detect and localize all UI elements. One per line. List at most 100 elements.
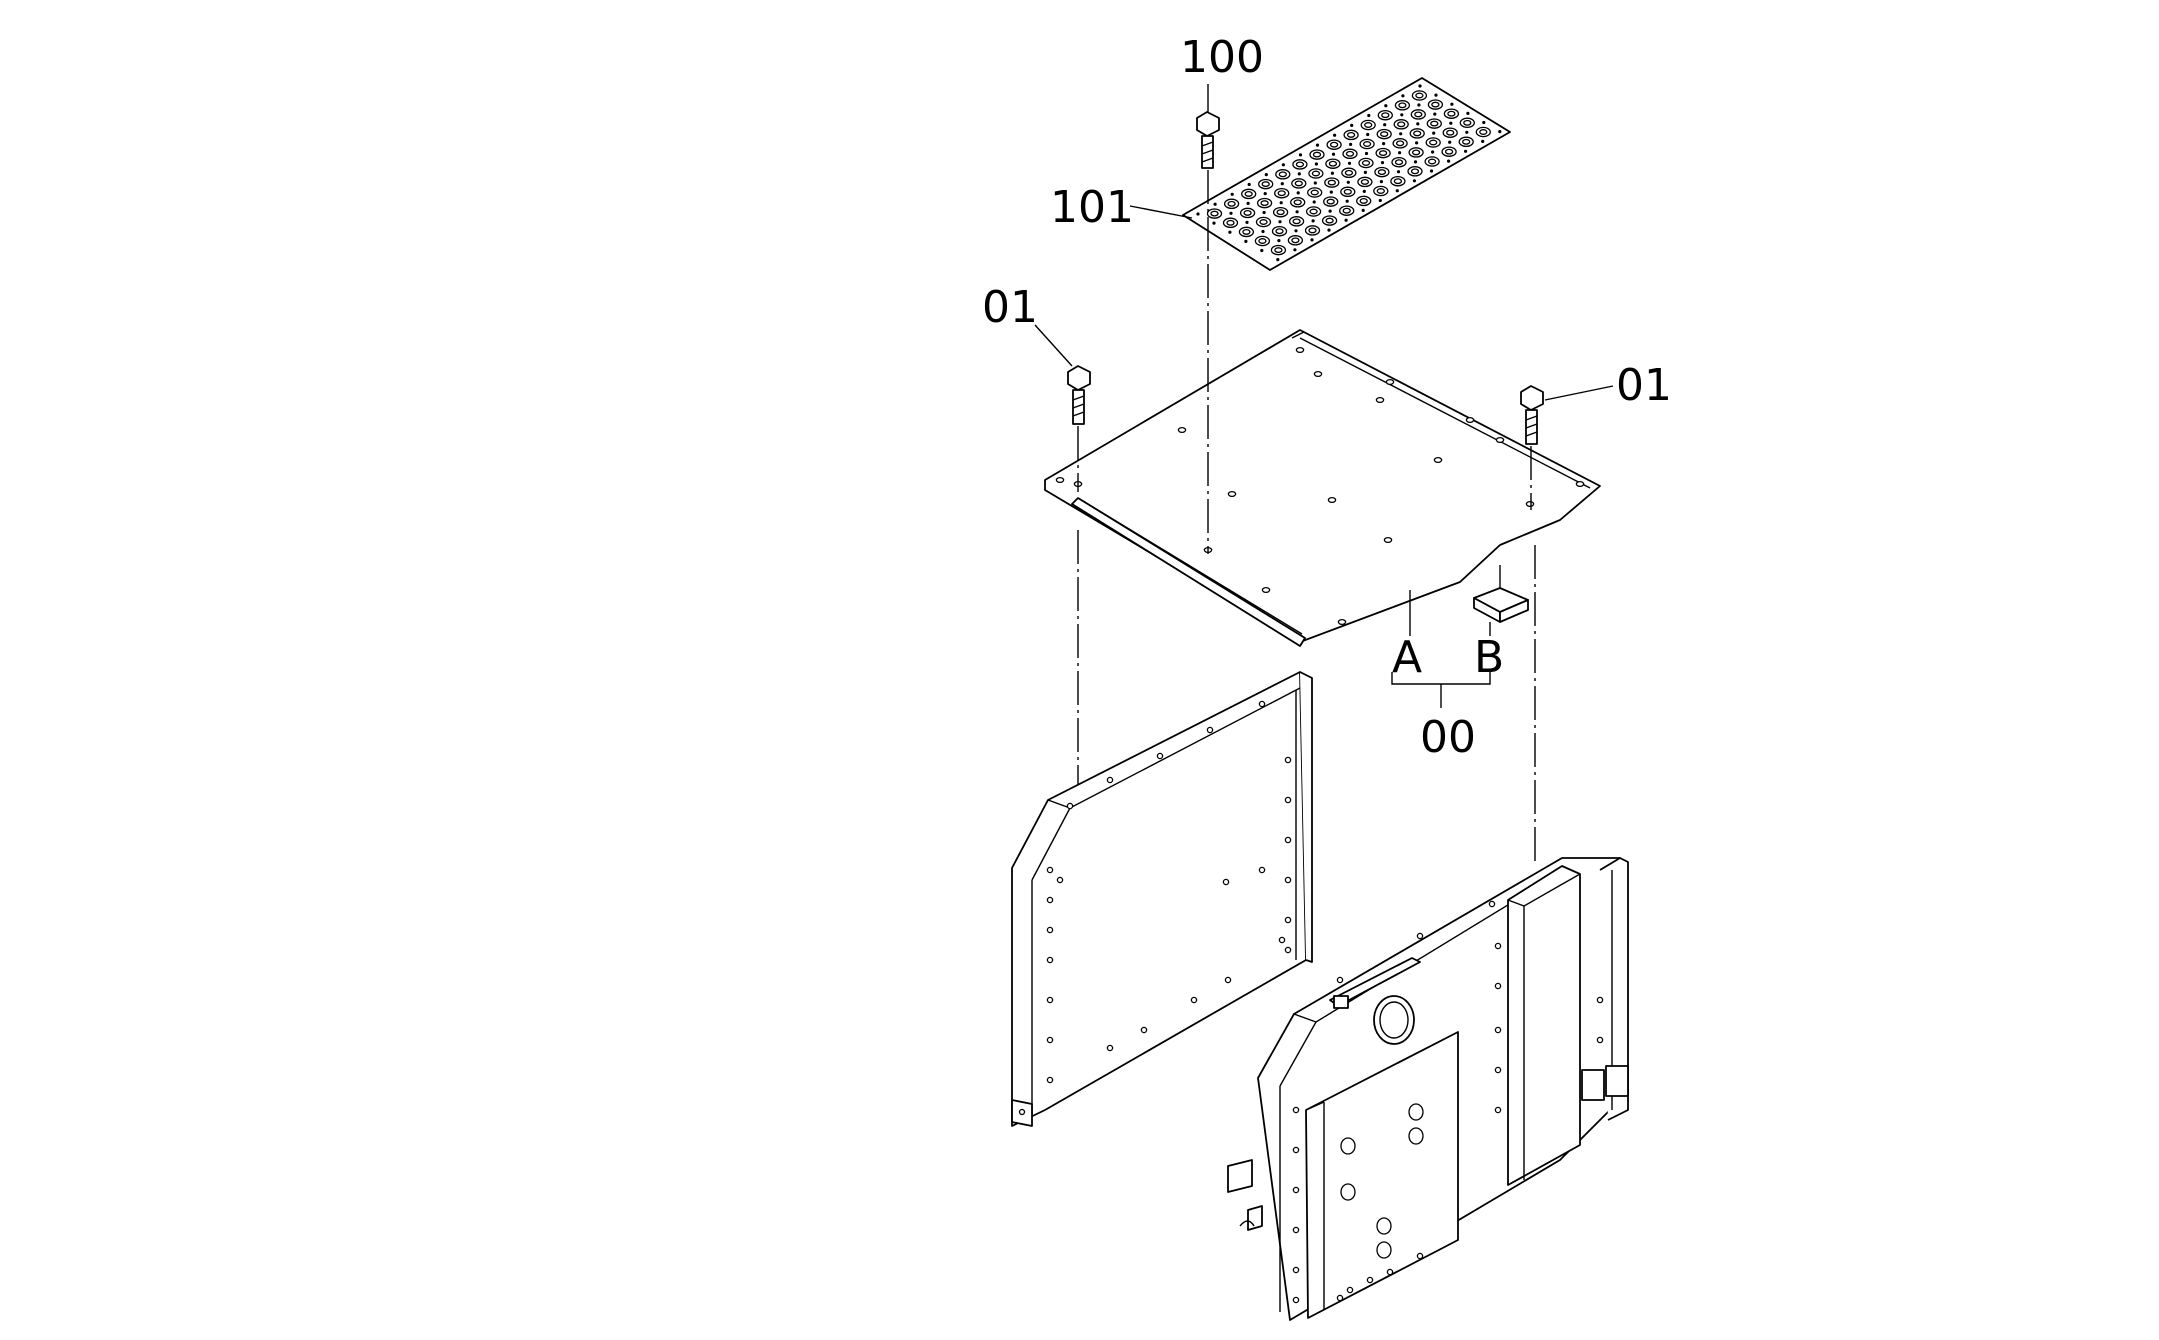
perforation-hole-inner bbox=[1397, 121, 1406, 128]
panel-hole bbox=[1046, 1036, 1054, 1044]
perforation-hole-inner bbox=[1294, 180, 1303, 187]
panel-hole bbox=[1284, 876, 1292, 884]
perforation-dot bbox=[1432, 131, 1436, 135]
perforation-dot bbox=[1464, 149, 1468, 153]
perforation-dot bbox=[1277, 239, 1281, 243]
cover-hole bbox=[1337, 618, 1347, 626]
perforation-hole-inner bbox=[1343, 188, 1352, 195]
perforation-dot bbox=[1363, 170, 1367, 174]
perforation-dot bbox=[1431, 150, 1435, 154]
perforation-dot bbox=[1311, 219, 1315, 223]
perforation-dot bbox=[1413, 160, 1418, 164]
perforation-dot bbox=[1361, 208, 1365, 212]
perforation-hole-inner bbox=[1312, 151, 1322, 158]
panel-hole bbox=[1190, 996, 1198, 1004]
panel-hole bbox=[1292, 1106, 1300, 1114]
perforation-hole-inner bbox=[1393, 178, 1403, 185]
perforation-hole-inner bbox=[1277, 190, 1286, 197]
panel-hole bbox=[1494, 1066, 1502, 1074]
perforation-dot bbox=[1298, 153, 1303, 157]
perforation-dot bbox=[1228, 230, 1232, 234]
perforation-dot bbox=[1384, 104, 1388, 108]
perforation-dot bbox=[1398, 151, 1402, 155]
perforation-dot bbox=[1449, 121, 1453, 125]
perforation-dot bbox=[1395, 189, 1399, 193]
perforation-hole-inner bbox=[1311, 170, 1321, 177]
perforation-dot bbox=[1364, 151, 1369, 156]
panel-hole bbox=[1046, 996, 1054, 1004]
perforation-hole-inner bbox=[1395, 140, 1405, 147]
perforation-hole-inner bbox=[1447, 110, 1456, 117]
perforation-hole-inner bbox=[1444, 148, 1454, 155]
perforation-hole-inner bbox=[1360, 178, 1370, 185]
perforation-hole-inner bbox=[1329, 141, 1339, 148]
perforation-dot bbox=[1314, 162, 1318, 166]
callout-100: 100 bbox=[1180, 32, 1264, 83]
bolt-100 bbox=[1196, 111, 1220, 169]
perforation-hole-inner bbox=[1361, 160, 1371, 166]
perforation-hole-inner bbox=[1259, 219, 1268, 225]
perforation-dot bbox=[1296, 191, 1300, 195]
perforation-dot bbox=[1280, 182, 1284, 186]
perforation-hole-inner bbox=[1398, 102, 1407, 109]
perforation-dot bbox=[1276, 258, 1280, 262]
perforated-step-plate bbox=[1182, 77, 1511, 271]
perforation-hole-inner bbox=[1243, 209, 1252, 216]
perforation-hole-inner bbox=[1479, 129, 1488, 135]
perforation-hole-inner bbox=[1210, 210, 1219, 217]
perforation-dot bbox=[1349, 142, 1353, 146]
panel-hole bbox=[1106, 1044, 1114, 1052]
perforation-dot bbox=[1401, 94, 1405, 98]
perforation-hole-inner bbox=[1325, 217, 1334, 224]
perforation-dot bbox=[1313, 181, 1317, 185]
perforation-hole-inner bbox=[1308, 227, 1317, 234]
perforation-hole-inner bbox=[1413, 130, 1422, 137]
perforation-hole-inner bbox=[1227, 200, 1236, 207]
perforation-dot bbox=[1229, 211, 1233, 215]
perforation-dot bbox=[1213, 202, 1217, 206]
perforation-hole-inner bbox=[1258, 238, 1267, 244]
perforation-dot bbox=[1447, 159, 1451, 163]
left-side-panel bbox=[1011, 671, 1313, 1127]
panel-hole bbox=[1222, 878, 1230, 886]
panel-hole bbox=[1336, 1294, 1344, 1302]
perforation-dot bbox=[1246, 201, 1250, 205]
panel-hole bbox=[1386, 1268, 1394, 1276]
perforation-hole-inner bbox=[1415, 92, 1424, 99]
panel-hole bbox=[1046, 896, 1054, 904]
perforation-dot bbox=[1378, 198, 1382, 203]
inner-plate-hole bbox=[1376, 1217, 1392, 1235]
perforation-dot bbox=[1429, 169, 1434, 173]
panel-hole bbox=[1292, 1146, 1300, 1154]
panel-hole bbox=[1284, 946, 1292, 954]
perforation-dot bbox=[1366, 132, 1370, 137]
perforation-hole-inner bbox=[1380, 131, 1389, 138]
panel-hole bbox=[1346, 1286, 1354, 1294]
perforation-dot bbox=[1482, 120, 1486, 125]
perforation-hole-inner bbox=[1327, 179, 1336, 186]
panel-hole bbox=[1066, 802, 1074, 810]
perforation-hole-inner bbox=[1278, 171, 1287, 178]
perforation-dot bbox=[1350, 123, 1354, 127]
cover-hole bbox=[1433, 456, 1443, 464]
callout-00: 00 bbox=[1420, 712, 1476, 763]
panel-hole bbox=[1046, 1076, 1054, 1084]
perforation-dot bbox=[1261, 229, 1265, 234]
panel-hole bbox=[1046, 866, 1054, 874]
bolt-01-right bbox=[1520, 385, 1544, 445]
perforation-hole-inner bbox=[1276, 209, 1285, 216]
panel-hole bbox=[1336, 976, 1344, 984]
cover-hole bbox=[1525, 500, 1535, 508]
perforation-dot bbox=[1498, 130, 1502, 134]
perforation-hole-inner bbox=[1310, 189, 1319, 196]
perforation-hole-inner bbox=[1381, 112, 1390, 119]
panel-hole bbox=[1046, 956, 1054, 964]
perforation-dot bbox=[1400, 113, 1404, 117]
perforation-hole-inner bbox=[1462, 138, 1471, 145]
cover-hole bbox=[1465, 416, 1475, 424]
perforation-hole-inner bbox=[1377, 169, 1387, 176]
perforation-dot bbox=[1433, 112, 1437, 116]
perforation-dot bbox=[1362, 189, 1366, 193]
alignment-lines bbox=[1077, 170, 1536, 866]
